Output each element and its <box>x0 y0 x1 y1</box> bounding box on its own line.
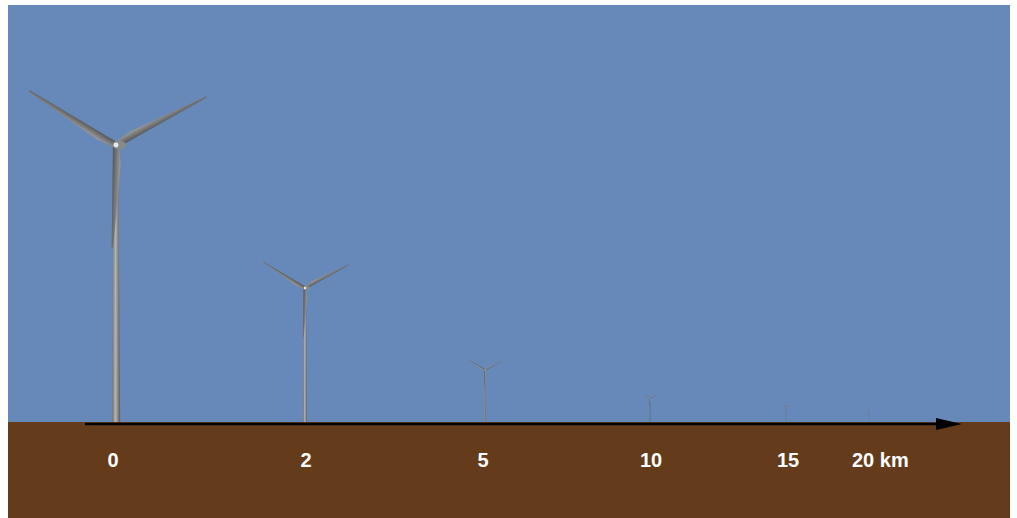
distance-label: 2 <box>300 448 311 472</box>
turbine <box>781 404 791 422</box>
turbine <box>26 88 208 422</box>
distance-label: 15 <box>777 448 799 472</box>
ground <box>8 422 1010 518</box>
turbine <box>865 409 872 422</box>
axis-arrowhead <box>936 418 962 430</box>
sky <box>8 5 1010 423</box>
turbine <box>468 359 502 422</box>
turbine <box>262 260 350 422</box>
distance-label: 5 <box>477 448 488 472</box>
turbine <box>642 393 658 422</box>
distance-label: 20 km <box>852 448 909 472</box>
distance-label: 10 <box>640 448 662 472</box>
distance-axis <box>85 423 940 426</box>
distance-label: 0 <box>107 448 118 472</box>
